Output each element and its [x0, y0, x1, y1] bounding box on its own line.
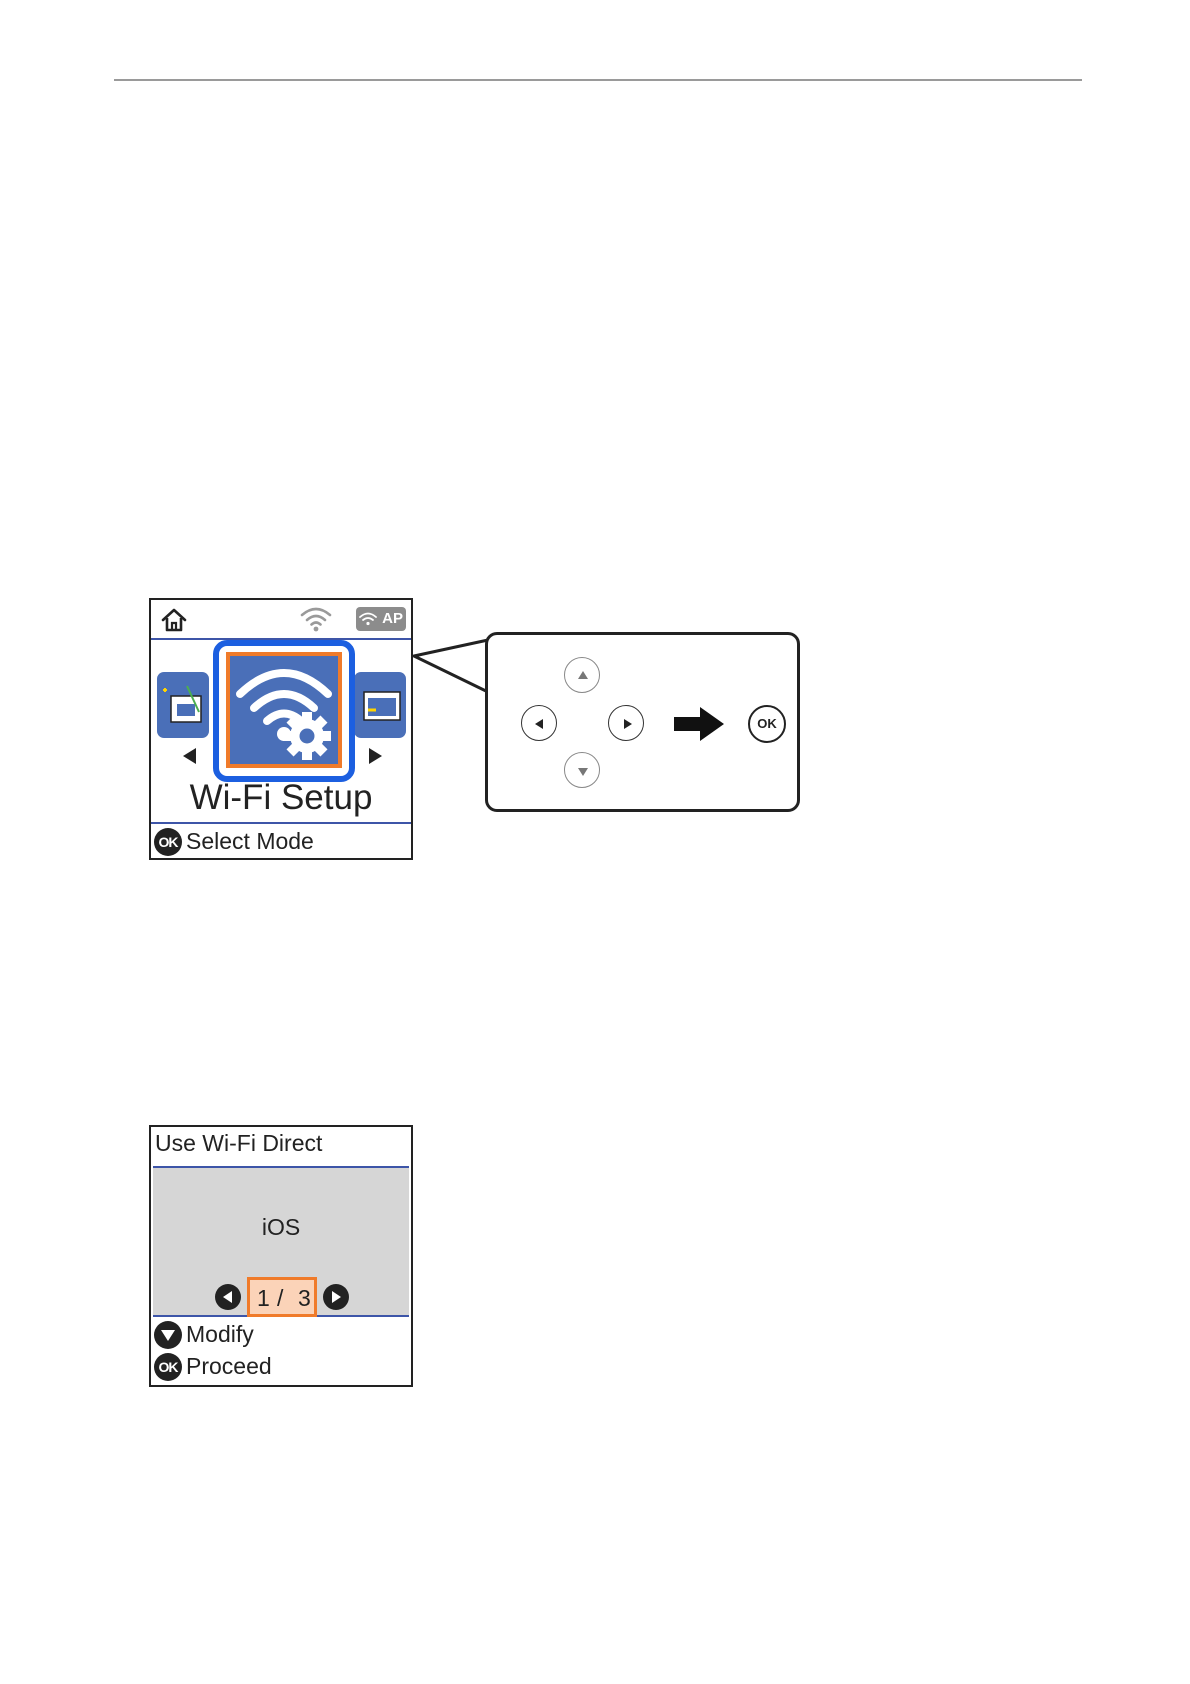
right-arrow-icon	[609, 706, 645, 742]
next-page-button[interactable]	[323, 1284, 349, 1310]
ok-badge: OK	[154, 1353, 182, 1381]
up-arrow-icon	[565, 658, 601, 694]
callout-pointer	[412, 628, 492, 708]
scroll-left-indicator	[183, 748, 196, 764]
left-button[interactable]	[521, 705, 557, 741]
down-button[interactable]	[564, 752, 600, 788]
proceed-hint: OK Proceed	[151, 1351, 411, 1383]
scan-icon	[354, 672, 406, 738]
option-panel: iOS 1 / 3	[153, 1166, 409, 1317]
down-arrow-icon	[154, 1321, 182, 1349]
down-arrow-icon	[565, 753, 601, 789]
right-button[interactable]	[608, 705, 644, 741]
current-page: 1	[257, 1285, 270, 1312]
page-header-rule	[114, 79, 1082, 81]
copy-mode-tile[interactable]	[157, 672, 209, 738]
access-point-badge: AP	[356, 607, 406, 631]
ok-badge: OK	[154, 828, 182, 856]
scroll-right-indicator	[369, 748, 382, 764]
screen-title: Use Wi-Fi Direct	[155, 1130, 322, 1157]
left-arrow-icon	[215, 1284, 241, 1310]
lcd-footer: OK Select Mode	[151, 822, 411, 860]
up-button[interactable]	[564, 657, 600, 693]
previous-page-button[interactable]	[215, 1284, 241, 1310]
page-separator: /	[277, 1285, 283, 1312]
select-mode-hint: Select Mode	[186, 828, 314, 855]
device-os-option[interactable]: iOS	[153, 1214, 409, 1241]
scan-mode-tile[interactable]	[354, 672, 406, 738]
home-icon[interactable]	[160, 607, 188, 633]
wifi-setup-tile[interactable]	[230, 656, 338, 764]
modify-hint: Modify	[151, 1319, 411, 1351]
copy-icon	[157, 672, 209, 738]
proceed-label: Proceed	[186, 1353, 272, 1380]
wifi-signal-icon	[299, 605, 333, 633]
status-bar: AP	[151, 600, 411, 640]
left-arrow-icon	[522, 706, 558, 742]
ap-badge-label: AP	[382, 610, 403, 627]
selected-mode-title: Wi-Fi Setup	[151, 778, 411, 818]
then-arrow-icon	[674, 707, 724, 741]
wifi-setup-icon	[230, 656, 338, 764]
right-arrow-icon	[323, 1284, 349, 1310]
modify-label: Modify	[186, 1321, 254, 1348]
control-panel-callout: OK	[485, 632, 800, 812]
wifi-direct-icon	[359, 610, 377, 628]
printer-lcd-home-screen: AP	[149, 598, 413, 860]
printer-lcd-wifi-direct-screen: Use Wi-Fi Direct iOS 1 / 3 Modify OK Pro…	[149, 1125, 413, 1387]
ok-button[interactable]: OK	[748, 705, 786, 743]
page-indicator: 1 / 3	[247, 1277, 317, 1317]
total-pages: 3	[298, 1285, 311, 1312]
